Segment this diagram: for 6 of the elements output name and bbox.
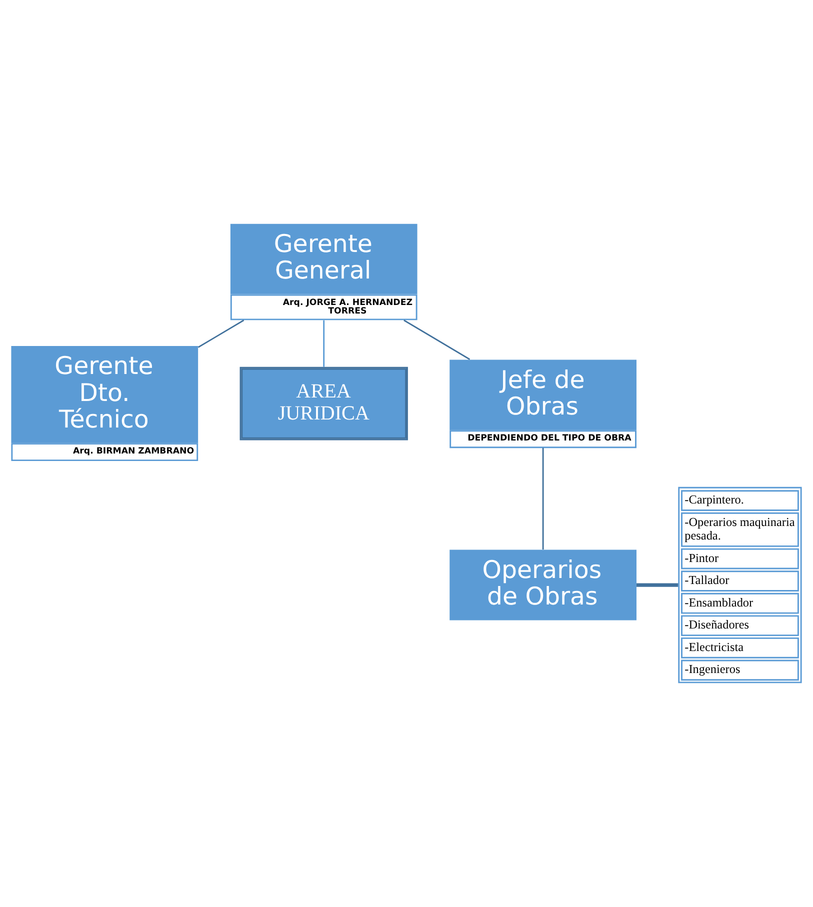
connector bbox=[404, 320, 470, 360]
connector bbox=[636, 583, 678, 587]
node-box: Operarios de Obras bbox=[450, 550, 636, 620]
connector bbox=[198, 320, 244, 348]
connector bbox=[542, 448, 544, 550]
connector bbox=[323, 320, 325, 367]
